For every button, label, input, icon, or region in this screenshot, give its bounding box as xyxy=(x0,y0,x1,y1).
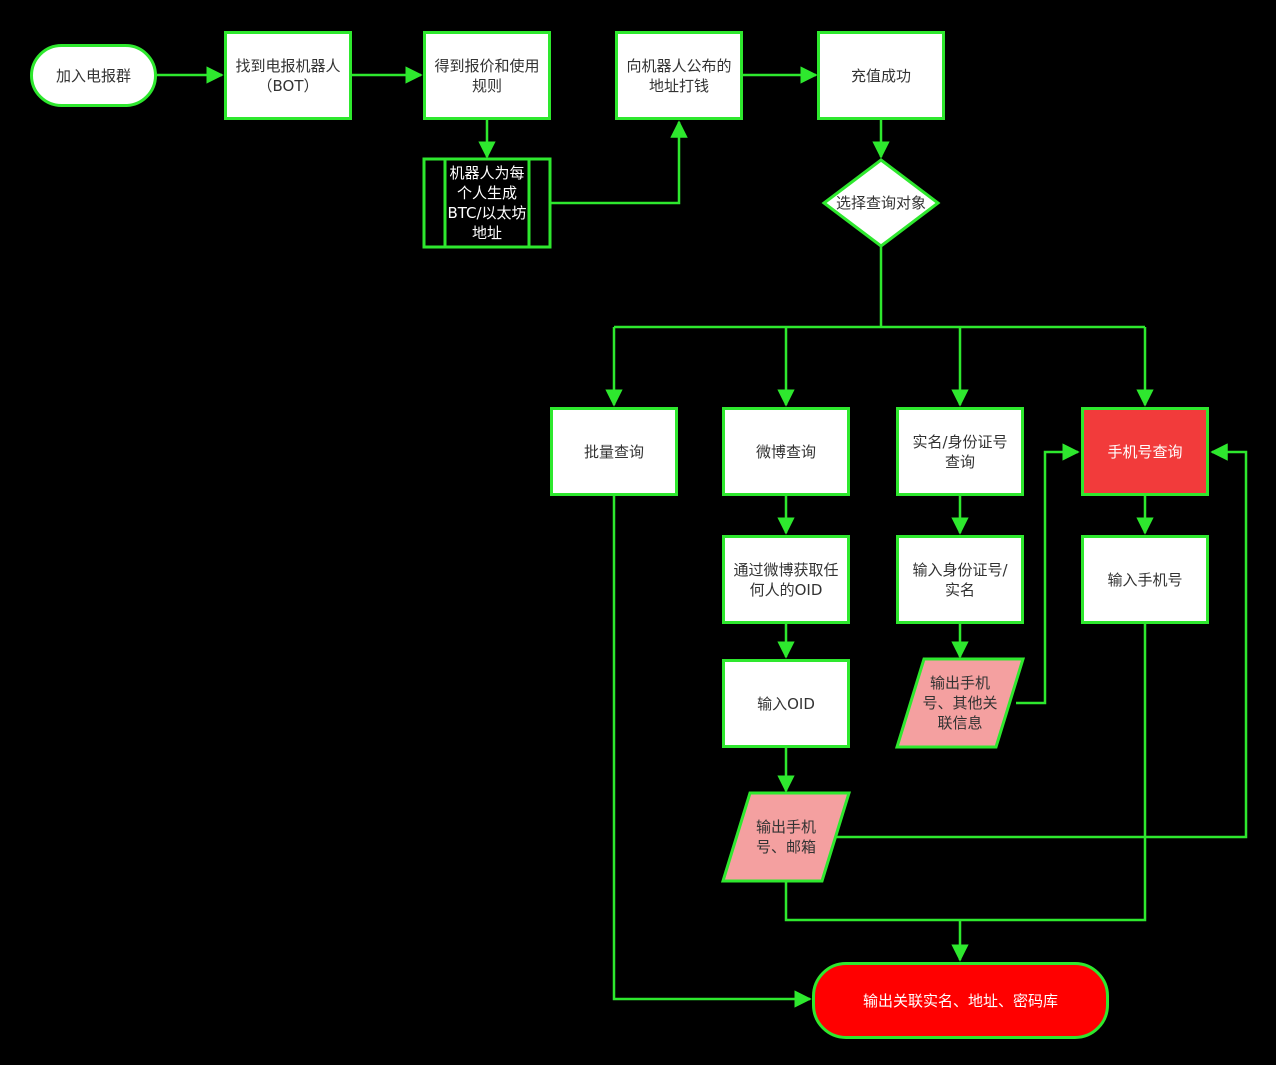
choose-target-node: 选择查询对象 xyxy=(836,180,926,226)
id-query-node: 实名/身份证号查询 xyxy=(896,407,1024,496)
edge-generate-to-pay xyxy=(551,120,688,205)
input-oid-label: 输入OID xyxy=(757,694,815,713)
input-id-label: 输入身份证号/实名 xyxy=(912,560,1008,599)
bot-generate-label: 机器人为每个人生成BTC/以太坊地址 xyxy=(447,164,527,242)
output-phone-email-shape xyxy=(720,791,852,883)
get-oid-node: 通过微博获取任何人的OID xyxy=(722,535,850,624)
output-phone-email-label: 输出手机号、邮箱 xyxy=(755,818,816,856)
edge-choose-branch xyxy=(614,247,1145,329)
join-group-node: 加入电报群 xyxy=(30,44,157,107)
find-bot-node: 找到电报机器人（BOT） xyxy=(224,31,352,120)
weibo-query-label: 微博查询 xyxy=(755,442,816,461)
pay-to-address-node: 向机器人公布的地址打钱 xyxy=(615,31,743,120)
edge-idout-to-phone xyxy=(1016,443,1080,705)
get-oid-label: 通过微博获取任何人的OID xyxy=(733,560,839,599)
output-phone-other-label: 输出手机号、其他关联信息 xyxy=(922,674,998,732)
recharge-success-label: 充值成功 xyxy=(850,66,911,85)
input-oid-node: 输入OID xyxy=(722,659,850,748)
join-group-label: 加入电报群 xyxy=(55,66,131,85)
get-quote-label: 得到报价和使用规则 xyxy=(434,56,540,95)
output-phone-other-node: 输出手机号、其他关联信息 xyxy=(918,670,1002,736)
final-output-label: 输出关联实名、地址、密码库 xyxy=(862,991,1058,1010)
id-query-label: 实名/身份证号查询 xyxy=(912,432,1008,471)
output-phone-other-shape xyxy=(894,657,1026,749)
choose-target-label: 选择查询对象 xyxy=(836,194,927,212)
recharge-success-node: 充值成功 xyxy=(817,31,945,120)
batch-query-label: 批量查询 xyxy=(583,442,644,461)
pay-to-address-label: 向机器人公布的地址打钱 xyxy=(626,56,732,95)
batch-query-node: 批量查询 xyxy=(550,407,678,496)
choose-target-diamond xyxy=(821,158,941,248)
get-quote-node: 得到报价和使用规则 xyxy=(423,31,551,120)
input-phone-label: 输入手机号 xyxy=(1107,570,1183,589)
phone-query-node: 手机号查询 xyxy=(1081,407,1209,496)
find-bot-label: 找到电报机器人（BOT） xyxy=(235,56,341,95)
phone-query-label: 手机号查询 xyxy=(1107,442,1183,461)
edge-merge-to-final xyxy=(784,624,1147,960)
output-phone-email-node: 输出手机号、邮箱 xyxy=(750,815,822,859)
final-output-node: 输出关联实名、地址、密码库 xyxy=(812,962,1109,1039)
bot-generate-node: 机器人为每个人生成BTC/以太坊地址 xyxy=(445,159,529,247)
input-phone-node: 输入手机号 xyxy=(1081,535,1209,624)
edge-weiboout-to-phone xyxy=(836,443,1248,839)
weibo-query-node: 微博查询 xyxy=(722,407,850,496)
input-id-node: 输入身份证号/实名 xyxy=(896,535,1024,624)
edge-batch-to-final xyxy=(612,496,812,1008)
